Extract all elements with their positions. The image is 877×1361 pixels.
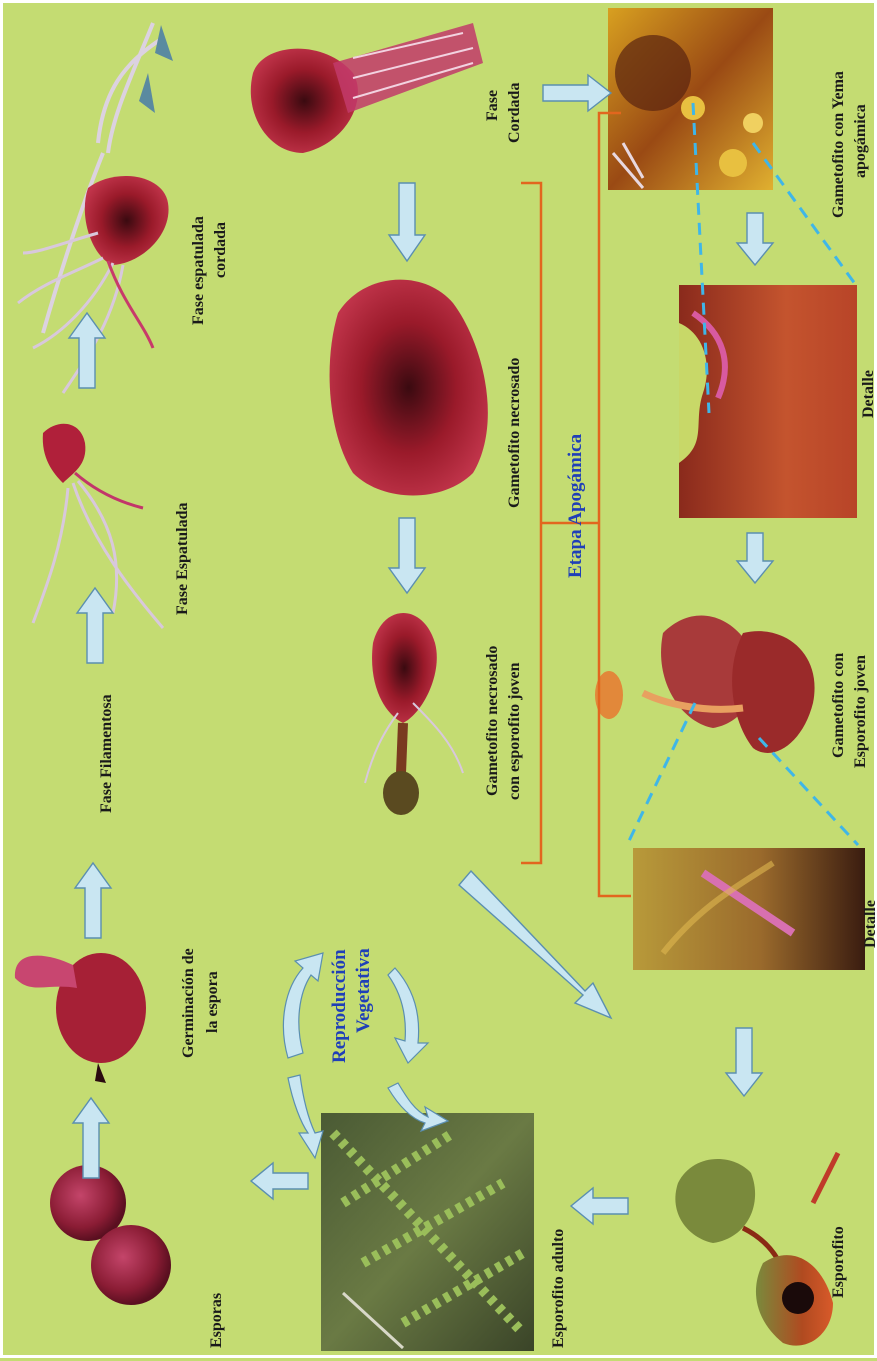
gametofito-necrosado-joven-image — [365, 613, 463, 815]
esporas-image — [50, 1165, 171, 1305]
curl-arrow-upper — [283, 953, 323, 1058]
arrow-detalle-to-esporofito — [726, 1028, 762, 1096]
esporofito-adulto-image — [321, 1113, 534, 1351]
label-fase-filamentosa: Fase Filamentosa — [98, 694, 115, 813]
arrow-detalle-to-esporofito-joven — [737, 533, 773, 583]
label-etapa-apogamica: Etapa Apogámica — [565, 433, 586, 578]
label-fase-cordada-line2: Cordada — [506, 83, 523, 143]
label-gametofito-yema-line2: apogámica — [852, 104, 869, 178]
gametofito-yema-image — [608, 8, 773, 190]
label-esporofito: Esporofito — [830, 1226, 847, 1298]
label-gametofito-esporofito-line1: Gametofito con — [830, 653, 847, 758]
label-gametofito-esporofito-line2: Esporofito joven — [852, 655, 869, 768]
gametofito-necrosado-image — [330, 280, 488, 496]
arrow-esporofito-to-adulto — [571, 1188, 628, 1224]
label-gametofito-necrosado-joven-line1: Gametofito necrosado — [484, 646, 501, 796]
arrow-cordada-to-yema — [543, 75, 611, 111]
curl-arrow-lower — [288, 1075, 323, 1158]
arrow-necrosado-to-joven — [389, 518, 425, 593]
arrow-adulto-to-esporas — [251, 1163, 308, 1199]
curl-arrow-right-top — [388, 968, 428, 1063]
detalle-top-image — [679, 285, 857, 518]
germinacion-image — [15, 953, 146, 1083]
fase-filamentosa-image — [43, 23, 173, 333]
arrow-germinacion-to-filamentosa — [75, 863, 111, 938]
gametofito-esporofito-image — [595, 616, 815, 753]
label-detalle-top: Detalle — [860, 370, 877, 418]
label-fase-espatulada-cordada-line2: cordada — [212, 222, 229, 278]
arrow-cordada-to-necrosado — [389, 183, 425, 261]
arrow-yema-to-detalle — [737, 213, 773, 265]
label-gametofito-necrosado-joven-line2: con esporofito joven — [506, 662, 523, 800]
label-germinacion-line1: Germinación de — [180, 948, 197, 1058]
label-reproduccion-line2: Vegetativa — [353, 948, 374, 1033]
label-reproduccion-line1: Reproducción — [329, 949, 350, 1063]
label-gametofito-necrosado: Gametofito necrosado — [506, 358, 523, 508]
esporofito-image — [675, 1153, 838, 1346]
label-esporofito-adulto: Esporofito adulto — [550, 1229, 567, 1348]
arrow-joven-to-esporofito — [459, 871, 611, 1018]
label-gametofito-yema-line1: Gametofito con Yema — [830, 71, 847, 218]
arrow-filamentosa-to-espatulada — [77, 588, 113, 663]
fase-cordada-image — [251, 23, 483, 153]
label-esporas: Esporas — [208, 1293, 225, 1348]
label-detalle-bottom: Detalle — [862, 900, 877, 948]
label-fase-espatulada-cordada-line1: Fase espatulada — [190, 216, 207, 325]
label-fase-espatulada: Fase Espatulada — [174, 503, 191, 615]
detalle-bottom-image — [633, 848, 865, 970]
label-fase-cordada-line1: Fase — [484, 90, 501, 121]
label-germinacion-line2: la espora — [204, 971, 221, 1033]
diagram-canvas: Esporas Germinación de la espora Fase Fi… — [3, 3, 877, 1361]
arrow-esporas-to-germinacion — [73, 1098, 109, 1178]
